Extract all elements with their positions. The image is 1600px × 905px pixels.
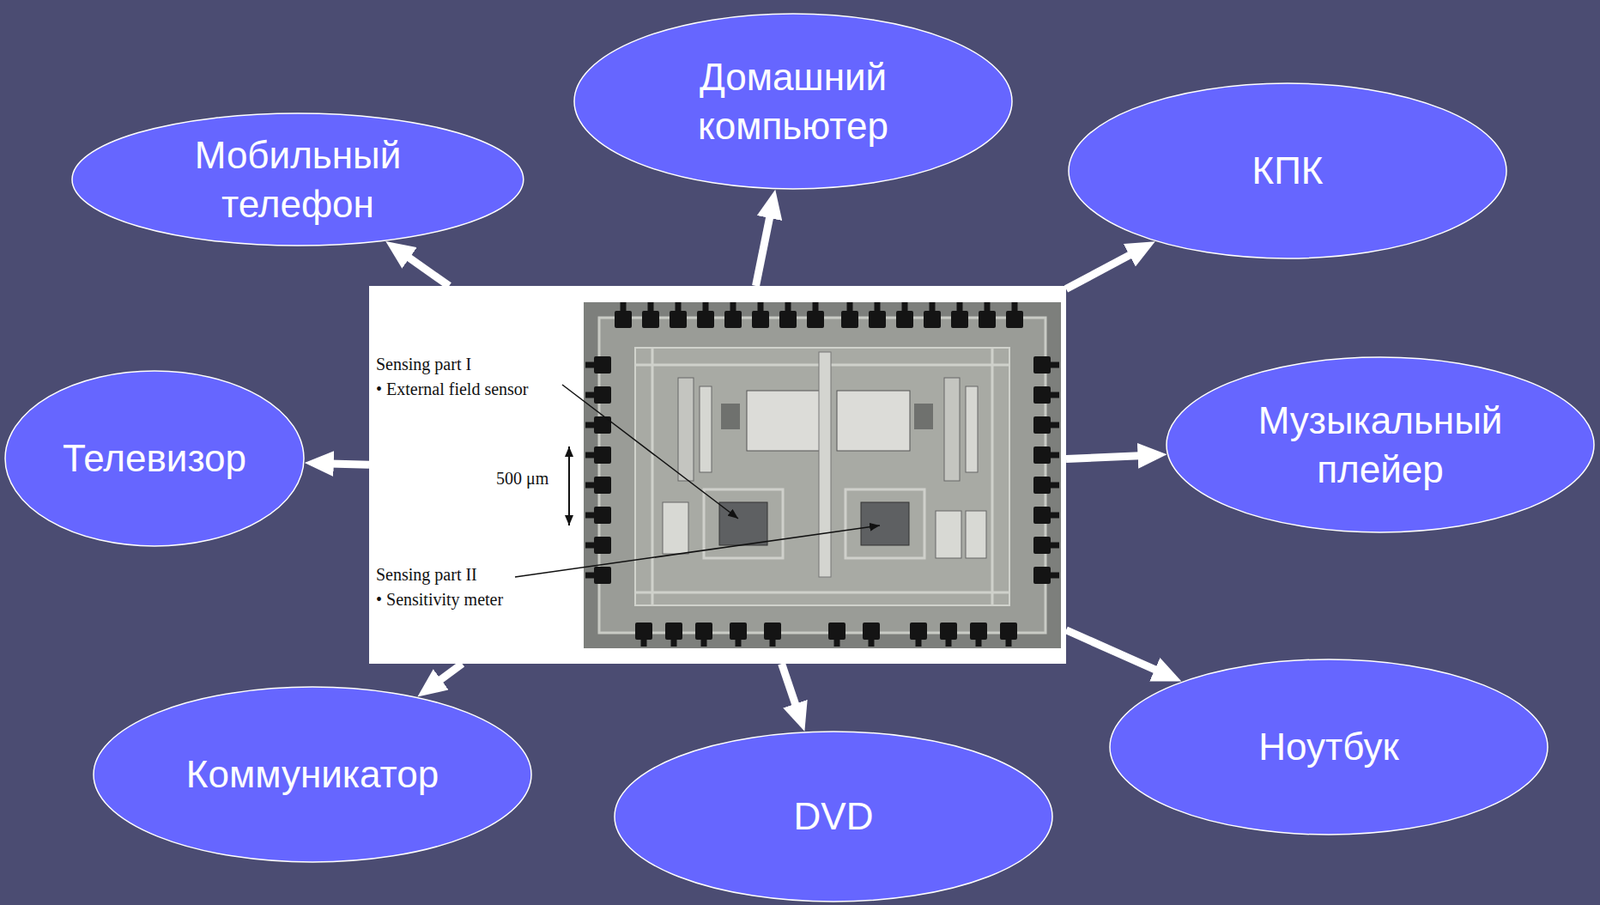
arrow-connector	[1066, 630, 1166, 675]
chip-bus-lines	[635, 347, 1010, 606]
arrow-connector	[1066, 249, 1140, 290]
chip-block	[662, 502, 689, 554]
bond-wires	[585, 302, 1060, 647]
device-ellipse: Музыкальный плейер	[1165, 356, 1595, 534]
ellipse-outline	[614, 731, 1053, 902]
chip-block	[699, 386, 712, 473]
chip-block	[836, 390, 910, 451]
bond-pads	[595, 312, 1049, 638]
chip-die	[583, 302, 1061, 649]
chip-block	[721, 403, 740, 430]
device-label: Домашний компьютер	[651, 52, 935, 151]
device-label: DVD	[793, 791, 874, 841]
chip-strip	[818, 351, 831, 577]
ellipse-outline	[5, 370, 304, 546]
dimension-arrow	[568, 446, 570, 526]
arrow-connector	[400, 250, 450, 286]
device-label: Телевизор	[62, 433, 247, 483]
chip-block	[935, 510, 962, 558]
sensor-frame	[845, 489, 925, 558]
ellipse-outline	[1166, 357, 1594, 533]
chip-block	[914, 403, 934, 430]
ellipse-shape	[71, 112, 525, 247]
arrow-connector	[756, 206, 773, 286]
chip-annotation: 500 μm	[496, 468, 549, 489]
device-ellipse: КПК	[1067, 82, 1508, 260]
ellipse-outline	[72, 113, 524, 246]
chip-block	[746, 390, 820, 451]
arrow-connector	[1066, 454, 1151, 459]
device-ellipse: Телевизор	[4, 369, 305, 547]
device-label: КПК	[1252, 145, 1324, 195]
ellipse-outline	[1068, 83, 1507, 259]
leader-line	[562, 384, 739, 519]
device-ellipse: DVD	[613, 730, 1054, 903]
chip-core	[635, 347, 1010, 606]
chip-annotation: • External field sensor	[375, 379, 529, 400]
chip-annotation: Sensing part II	[375, 564, 478, 585]
ellipse-outline	[574, 13, 1013, 189]
chip-annotation: Sensing part I	[375, 354, 472, 375]
chip-block	[965, 386, 978, 473]
arrow-connector	[781, 663, 800, 716]
sensing-part	[719, 502, 768, 546]
arrow-connector	[321, 463, 370, 466]
ellipse-outline	[1109, 659, 1548, 835]
sensor-frame	[703, 489, 783, 558]
ellipse-outline	[93, 686, 532, 862]
chip-block	[678, 377, 694, 481]
ellipse-shape	[1165, 356, 1595, 534]
device-label: Ноутбук	[1258, 721, 1399, 771]
device-label: Коммуникатор	[186, 749, 439, 799]
device-ellipse: Мобильный телефон	[71, 112, 525, 247]
device-ellipse: Ноутбук	[1109, 658, 1549, 836]
white-panel	[369, 285, 1067, 664]
device-label: Мобильный телефон	[156, 130, 440, 229]
arrow-connector	[430, 663, 462, 687]
chip-block	[944, 377, 960, 481]
sensing-part	[860, 502, 910, 546]
chip-annotation: • Sensitivity meter	[375, 589, 504, 610]
device-ellipse: Коммуникатор	[92, 685, 533, 863]
chip-panel: Sensing part I • External field sensor 500…	[369, 285, 1067, 664]
device-ellipse: Домашний компьютер	[573, 12, 1013, 190]
ellipse-shape	[573, 12, 1013, 190]
chip-block	[965, 510, 987, 558]
leader-line	[515, 525, 880, 577]
device-label: Музыкальный плейер	[1238, 395, 1522, 494]
chip-ring	[599, 317, 1046, 633]
